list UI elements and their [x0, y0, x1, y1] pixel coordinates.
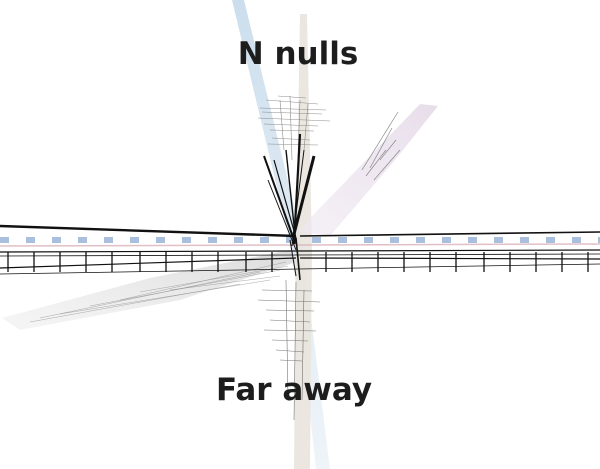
horizontal-lines — [0, 224, 600, 275]
scribble-top — [257, 95, 331, 161]
label-bottom: Far away — [215, 372, 373, 408]
lavender-wash — [298, 104, 438, 236]
scribble-lower-left — [29, 261, 289, 323]
scribble-lower-center — [257, 279, 321, 421]
dashed-band — [0, 237, 600, 247]
converging-lines — [263, 133, 316, 281]
scribble-upper-right — [361, 111, 401, 181]
label-top: N nulls — [237, 36, 359, 72]
grey-wash — [2, 250, 296, 330]
beige-vertical-sliver — [294, 14, 312, 469]
tick-marks — [7, 252, 589, 272]
